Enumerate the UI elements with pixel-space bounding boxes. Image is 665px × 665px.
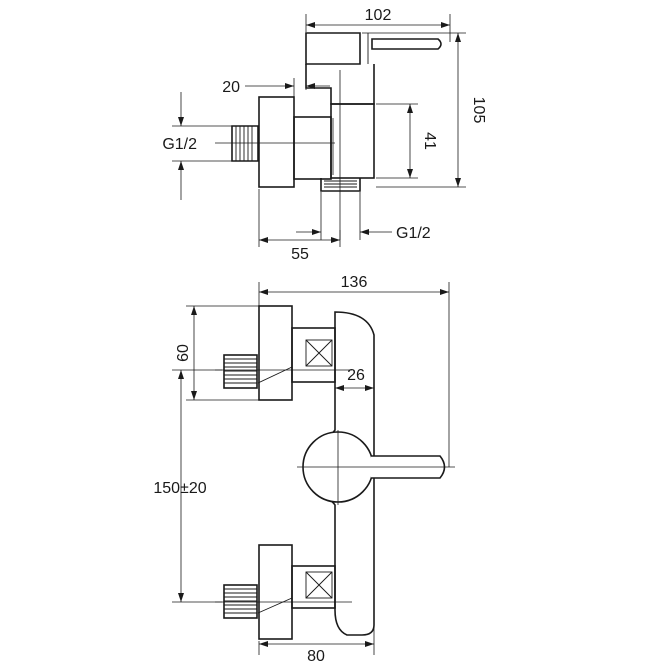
thread-label-outlet: G1/2 xyxy=(396,225,431,242)
dim-label-60: 60 xyxy=(175,344,192,362)
thread-label-inlet: G1/2 xyxy=(162,136,197,153)
dim-label-136: 136 xyxy=(341,274,368,291)
side-view xyxy=(215,32,442,240)
dim-label-102: 102 xyxy=(365,7,392,24)
dim-label-20: 20 xyxy=(222,79,240,96)
front-upper-connector xyxy=(291,327,336,383)
side-connector-block xyxy=(293,116,332,180)
front-upper-inlet xyxy=(223,354,258,389)
front-view xyxy=(215,305,455,640)
dim-label-105: 105 xyxy=(470,97,487,124)
front-lower-nut xyxy=(305,571,333,599)
side-wall-flange xyxy=(258,96,295,188)
side-handle-cap xyxy=(305,32,361,65)
dim-label-55: 55 xyxy=(291,246,309,263)
front-lower-inlet xyxy=(223,584,258,619)
side-mixer-body xyxy=(330,103,375,179)
dim-label-80: 80 xyxy=(307,648,325,665)
dim-label-26: 26 xyxy=(347,367,365,384)
side-threaded-outlet xyxy=(320,178,361,192)
front-view-dimensions xyxy=(172,282,450,655)
side-view-dimensions xyxy=(172,14,466,247)
front-upper-flange xyxy=(258,305,293,401)
dim-label-41: 41 xyxy=(421,132,438,150)
front-lower-connector xyxy=(291,565,336,609)
side-threaded-inlet xyxy=(231,125,259,162)
side-lever xyxy=(371,38,442,50)
dim-label-150: 150±20 xyxy=(153,480,206,497)
front-upper-nut xyxy=(305,339,333,367)
front-lower-flange xyxy=(258,544,293,640)
